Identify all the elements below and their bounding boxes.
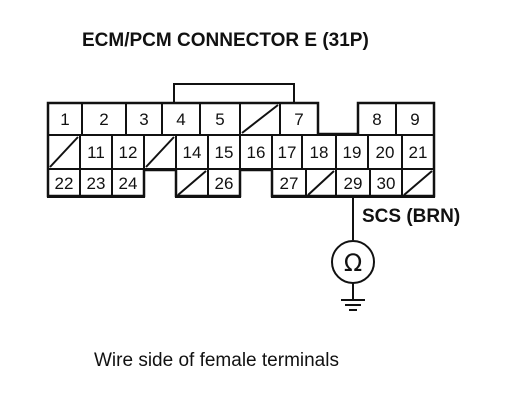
terminal-row-3 — [47, 168, 435, 198]
ground-icon — [341, 299, 365, 311]
terminal-label: 5 — [215, 110, 224, 129]
empty-slash — [177, 170, 207, 196]
terminal-label: 24 — [119, 174, 138, 193]
terminal-label: 4 — [176, 110, 185, 129]
terminal-row-2 — [47, 134, 435, 170]
terminal-label: 15 — [215, 143, 234, 162]
terminal-label: 21 — [409, 143, 428, 162]
terminal-label: 11 — [87, 143, 105, 162]
terminal-label: 1 — [60, 110, 69, 129]
terminal-label: 18 — [310, 143, 329, 162]
terminal-label: 9 — [410, 110, 419, 129]
terminal-cell-24 — [111, 168, 145, 198]
terminal-label: 20 — [376, 143, 395, 162]
terminal-label: 23 — [87, 174, 106, 193]
diagram-caption: Wire side of female terminals — [94, 350, 339, 371]
empty-slash — [49, 136, 79, 168]
terminal-label: 2 — [99, 110, 108, 129]
ohmmeter-icon: Ω — [331, 240, 375, 284]
terminal-label: 29 — [344, 174, 363, 193]
terminal-label: 30 — [377, 174, 396, 193]
terminal-label: 19 — [343, 143, 362, 162]
terminal-label: 27 — [280, 174, 299, 193]
terminal-label: 7 — [294, 110, 303, 129]
wire-label: SCS (BRN) — [362, 206, 461, 227]
terminal-label: 14 — [183, 143, 202, 162]
terminal-numbers: 1 2 3 4 5 7 8 9 11 12 14 15 16 17 18 19 … — [55, 110, 428, 193]
terminal-label: 26 — [215, 174, 234, 193]
terminal-label: 16 — [247, 143, 266, 162]
terminal-cell-31-empty — [401, 168, 435, 198]
terminal-label: 3 — [139, 110, 148, 129]
terminal-label: 22 — [55, 174, 74, 193]
terminal-label: 12 — [119, 143, 138, 162]
empty-slash — [145, 136, 175, 168]
terminal-label: 8 — [372, 110, 381, 129]
empty-slash — [307, 170, 335, 196]
svg-text:Ω: Ω — [344, 249, 362, 277]
terminal-label: 17 — [278, 143, 297, 162]
connector-latch — [173, 83, 295, 103]
empty-slash — [241, 104, 279, 134]
diagram-title: ECM/PCM CONNECTOR E (31P) — [82, 30, 369, 51]
terminal-cell-26 — [207, 168, 241, 198]
empty-slash — [403, 170, 433, 196]
